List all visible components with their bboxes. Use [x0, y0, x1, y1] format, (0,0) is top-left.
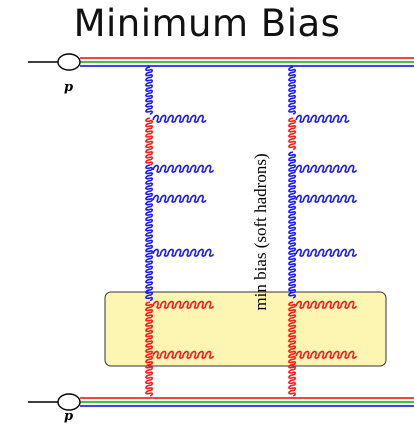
- proton-node-icon: [57, 393, 81, 411]
- soft-hadron-highlight-box: [104, 291, 387, 367]
- proton-label-bottom: p: [64, 409, 73, 424]
- page-title: Minimum Bias: [73, 2, 341, 45]
- vertical-gluon-left-red: [145, 117, 153, 166]
- vertical-gluon-right-blue-top: [288, 66, 296, 115]
- horizontal-gluon-left: [152, 194, 207, 203]
- horizontal-gluon-right: [295, 300, 357, 309]
- horizontal-gluon-left: [152, 300, 214, 309]
- vertical-gluon-right-blue: [288, 151, 296, 299]
- horizontal-gluon-left: [152, 164, 214, 173]
- vertical-gluon-left-red-bottom: [145, 301, 153, 397]
- horizontal-gluon-right: [295, 164, 357, 173]
- vertical-gluon-right-red-bottom: [288, 301, 296, 397]
- vertical-gluon-left-blue-top: [145, 66, 153, 115]
- proton-node-icon: [57, 53, 81, 71]
- proton-label-top: p: [64, 80, 73, 95]
- vertical-gluon-right-red: [288, 117, 296, 151]
- min-bias-annotation: min bias (soft hadrons): [251, 153, 270, 310]
- horizontal-gluon-right: [295, 194, 357, 203]
- horizontal-gluon-left: [152, 114, 207, 123]
- horizontal-gluon-left: [152, 248, 214, 257]
- vertical-gluon-left-blue: [145, 164, 153, 302]
- horizontal-gluon-right: [295, 248, 357, 257]
- horizontal-gluon-right: [295, 114, 350, 123]
- bottom-proton-beam: p: [28, 393, 414, 424]
- horizontal-gluon-left: [152, 350, 214, 359]
- top-proton-beam: p: [28, 53, 414, 95]
- horizontal-gluon-right: [295, 350, 357, 359]
- gluon-ladders: [145, 66, 357, 397]
